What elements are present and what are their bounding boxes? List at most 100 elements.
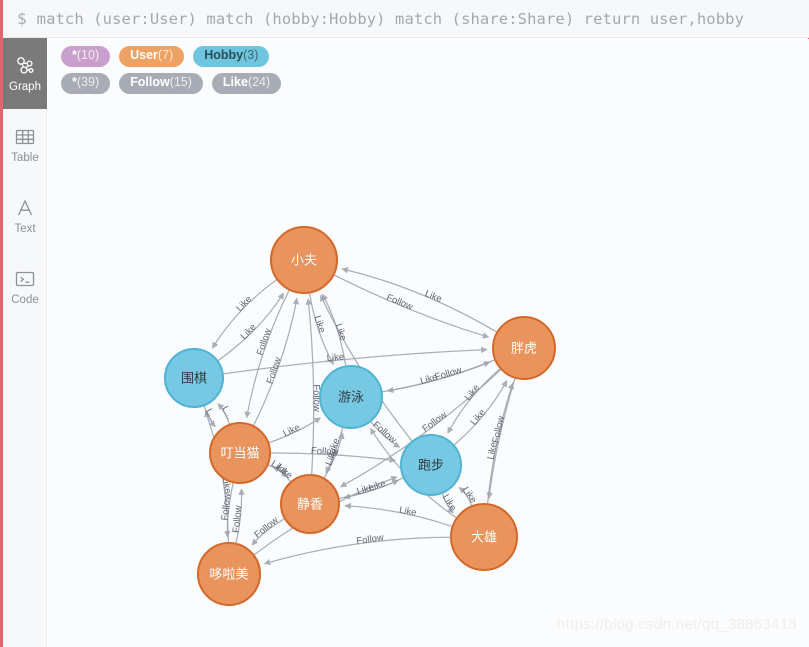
node-label: 静香: [297, 497, 323, 512]
graph-edge[interactable]: [344, 502, 452, 527]
node-circle[interactable]: [280, 474, 340, 534]
edge-label: Like: [460, 485, 479, 506]
graph-edge[interactable]: [458, 487, 473, 506]
legend-chip-user[interactable]: User(7): [119, 46, 185, 67]
graph-edge[interactable]: [325, 427, 344, 474]
legend-chip-count: (10): [76, 48, 100, 62]
text-icon: [13, 196, 37, 220]
legend-chip-all[interactable]: *(39): [61, 72, 111, 94]
graph-edge[interactable]: [244, 290, 290, 419]
node-label: 小夫: [291, 253, 317, 268]
graph-node-panghu[interactable]: 胖虎: [492, 316, 556, 380]
graph-node-weiqi[interactable]: 围棋: [164, 348, 224, 408]
legend-chip-count: (7): [157, 48, 174, 62]
node-circle[interactable]: [164, 348, 224, 408]
legend-chip-follow[interactable]: Follow(15): [119, 72, 203, 94]
node-circle[interactable]: [209, 422, 271, 484]
graph-edge[interactable]: [235, 488, 245, 543]
node-label: 围棋: [181, 371, 207, 386]
sidebar-item-code[interactable]: Code: [3, 251, 47, 322]
legend-chip-name: Like: [222, 74, 248, 89]
graph-edge[interactable]: [211, 279, 277, 349]
graph-edge[interactable]: [268, 417, 321, 444]
legend-chip-like[interactable]: Like(24): [211, 72, 282, 94]
graph-node-xiaofu[interactable]: 小夫: [270, 226, 338, 294]
graph-edge[interactable]: [386, 359, 495, 394]
edge-label: Like: [367, 478, 387, 494]
node-label: 游泳: [338, 390, 364, 405]
node-circle[interactable]: [400, 434, 462, 496]
edge-label: Follow: [370, 419, 398, 446]
edge-label: Like: [326, 352, 344, 365]
node-circle[interactable]: [270, 226, 338, 294]
edge-label: Follow: [255, 327, 274, 357]
sidebar-item-text[interactable]: Text: [3, 180, 47, 251]
graph-edge[interactable]: [217, 403, 230, 425]
legend-chip-hobby[interactable]: Hobby(3): [193, 46, 270, 67]
code-icon: [13, 267, 37, 291]
edge-label: Follow: [311, 445, 339, 458]
legend-row: *(10) User(7) Hobby(3): [61, 46, 481, 67]
graph-edge[interactable]: [224, 483, 234, 538]
graph-icon: [13, 54, 37, 78]
edge-label: Follow: [220, 492, 234, 521]
edge-label: Like: [281, 422, 301, 440]
graph-edge[interactable]: [334, 274, 490, 339]
graph-edge[interactable]: [441, 493, 455, 514]
legend-chip-name: Hobby: [204, 48, 244, 62]
graph-edge[interactable]: [251, 518, 285, 546]
graph-edge[interactable]: [305, 298, 315, 475]
graph-edge[interactable]: [268, 464, 288, 479]
edge-label: Like: [440, 493, 458, 514]
legend-chip-count: (39): [76, 74, 100, 89]
query-bar[interactable]: $ match (user:User) match (hobby:Hobby) …: [3, 0, 809, 38]
graph-edge[interactable]: [223, 346, 488, 375]
sidebar-item-label: Table: [11, 151, 39, 164]
legend-chip-all[interactable]: *(10): [61, 46, 111, 67]
edge-label: Follow: [252, 515, 280, 541]
watermark: https://blog.csdn.net/qq_38863413: [556, 616, 797, 633]
node-circle[interactable]: [319, 365, 383, 429]
graph-node-youyong[interactable]: 游泳: [319, 365, 383, 429]
node-label: 叮当猫: [220, 446, 259, 461]
legend-chip-count: (3): [243, 48, 259, 62]
edge-label: Like: [326, 437, 342, 457]
edge-label: Follow: [420, 409, 449, 434]
graph-edge[interactable]: [341, 267, 497, 333]
graph-edge[interactable]: [370, 421, 401, 448]
edge-label: Like: [356, 482, 376, 498]
edge-label: Follow: [310, 384, 322, 412]
sidebar-item-table[interactable]: Table: [3, 109, 47, 180]
graph-edge[interactable]: [217, 292, 285, 362]
legend-chip-count: (15): [169, 74, 192, 89]
legend[interactable]: *(10)User(7)Hobby(3)*(39)Follow(15)Like(…: [61, 46, 481, 100]
node-circle[interactable]: [197, 542, 261, 606]
edge-label: Like: [486, 441, 500, 460]
node-circle[interactable]: [450, 503, 518, 571]
graph-edge[interactable]: [453, 380, 508, 446]
edge-layer: [203, 267, 516, 566]
sidebar-item-label: Text: [14, 222, 36, 235]
graph-node-jingxiang[interactable]: 静香: [280, 474, 340, 534]
graph-edge[interactable]: [486, 382, 514, 504]
sidebar-item-graph[interactable]: Graph: [3, 38, 47, 109]
query-text[interactable]: match (user:User) match (hobby:Hobby) ma…: [36, 9, 745, 28]
graph-edge[interactable]: [263, 536, 451, 566]
prompt-symbol: $: [17, 8, 27, 28]
node-circle[interactable]: [492, 316, 556, 380]
graph-edge[interactable]: [447, 368, 501, 434]
graph-node-paobu[interactable]: 跑步: [400, 434, 462, 496]
graph-edge[interactable]: [486, 378, 516, 499]
graph-edge[interactable]: [340, 369, 502, 488]
edge-label: Follow: [490, 415, 507, 444]
legend-chip-count: (24): [247, 74, 271, 89]
graph-node-dingdang[interactable]: 叮当猫: [209, 422, 271, 484]
graph-edge[interactable]: [253, 297, 300, 426]
graph-edge[interactable]: [203, 405, 216, 428]
graph-node-duolamei[interactable]: 哆啦美: [197, 542, 261, 606]
graph-node-daxiong[interactable]: 大雄: [450, 503, 518, 571]
